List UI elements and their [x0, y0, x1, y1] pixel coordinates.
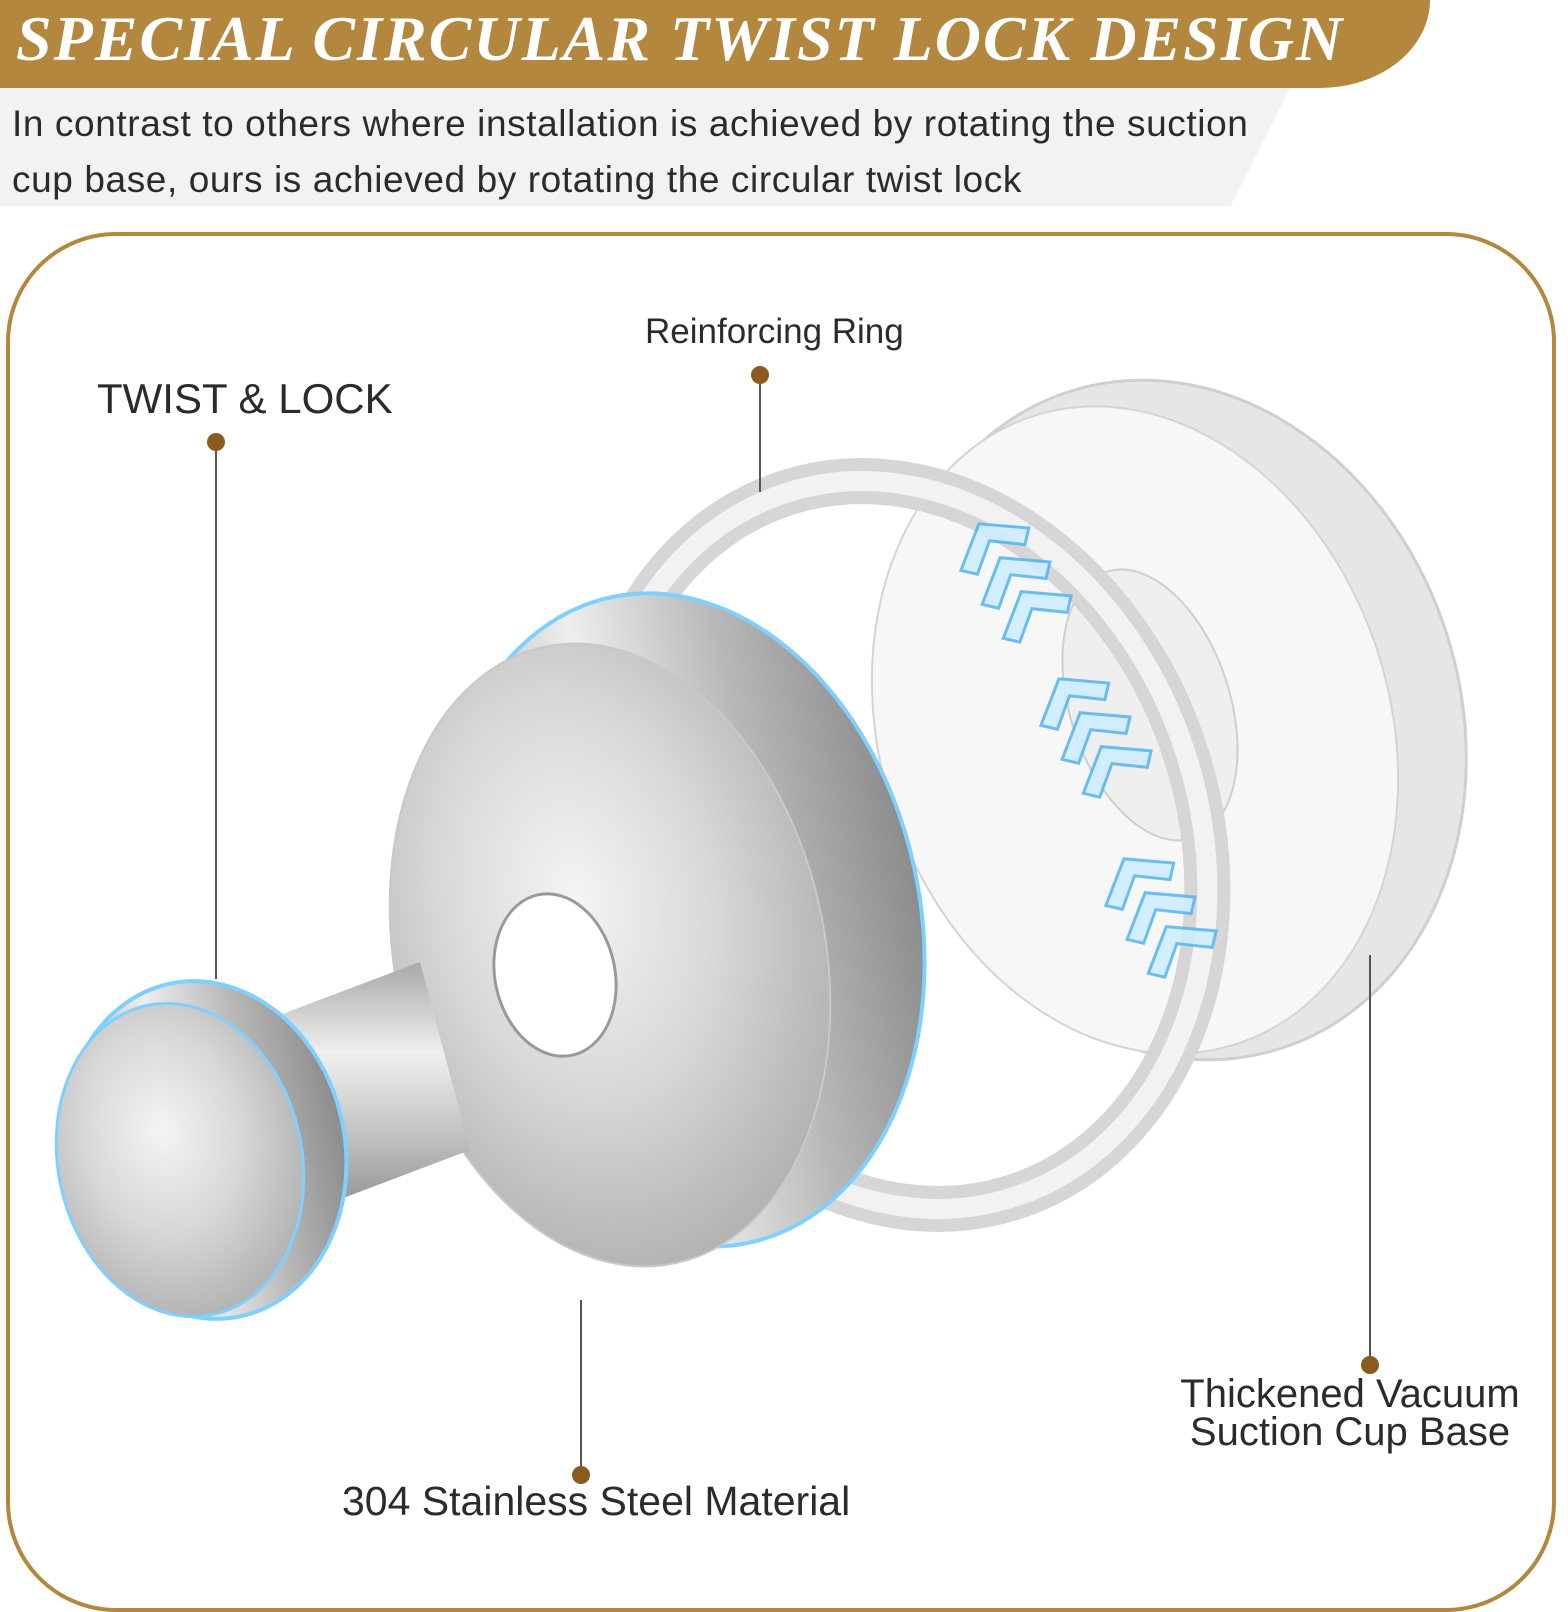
suction-base-line: [1369, 955, 1371, 1356]
twist-lock-label: TWIST & LOCK: [97, 375, 393, 422]
banner-subtitle: In contrast to others where installation…: [12, 103, 1249, 200]
steel-disc-shape: [388, 591, 927, 1268]
chevron-arrow-icon: [958, 522, 1218, 979]
banner-title: SPECIAL CIRCULAR TWIST LOCK DESIGN: [16, 3, 1345, 74]
reinforcing-ring-line: [759, 384, 761, 492]
subtitle-band: [0, 88, 1290, 206]
twist-knob-shape: [54, 979, 349, 1321]
title-banner: SPECIAL CIRCULAR TWIST LOCK DESIGN: [0, 0, 1430, 88]
steel-material-dot: [572, 1466, 590, 1484]
reinforcing-ring-dot: [751, 366, 769, 384]
reinforcing-ring-label: Reinforcing Ring: [645, 312, 904, 351]
suction-base-dot: [1361, 1356, 1379, 1374]
hook-exploded-illustration: [54, 378, 1468, 1321]
twist-lock-dot: [207, 433, 225, 451]
twist-lock-line: [215, 451, 217, 979]
steel-material-label: 304 Stainless Steel Material: [342, 1478, 851, 1524]
steel-material-line: [580, 1300, 582, 1466]
suction-base-label: Thickened Vacuum Suction Cup Base: [1180, 1372, 1520, 1454]
